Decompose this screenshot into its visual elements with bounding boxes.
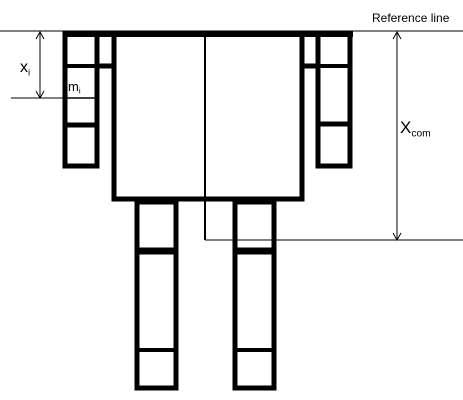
right-arm: [299, 31, 353, 169]
xcom-subscript: com: [411, 128, 431, 140]
reference-line-label: Reference line: [372, 11, 450, 25]
xi-dimension: [11, 30, 65, 100]
left-leg: [134, 199, 179, 391]
torso: [111, 31, 305, 202]
xcom-dimension: [205, 30, 463, 242]
left-arm: [62, 31, 117, 169]
mi-subscript: i: [78, 86, 81, 96]
xi-label: xi: [20, 59, 31, 79]
right-leg: [232, 199, 277, 391]
xcom-base: X: [400, 118, 412, 137]
xcom-label: Xcom: [400, 118, 431, 139]
xi-base: x: [20, 59, 28, 76]
mi-label: mi: [68, 79, 81, 96]
mi-base: m: [68, 79, 79, 94]
xi-subscript: i: [28, 67, 31, 79]
